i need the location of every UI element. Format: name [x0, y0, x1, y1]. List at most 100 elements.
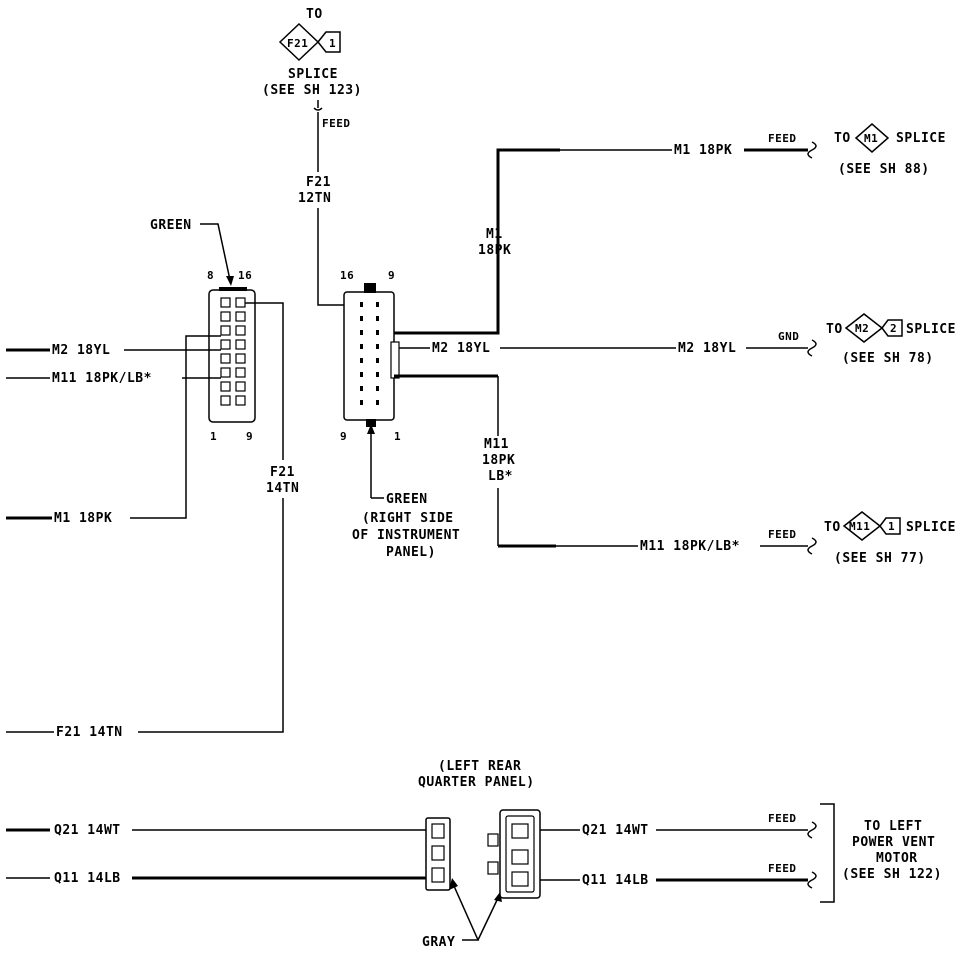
connector-pin	[360, 372, 363, 377]
wire-m1-right-thick	[394, 148, 560, 335]
bottom-connector-right-tab	[487, 833, 499, 847]
connector-pin	[235, 297, 246, 308]
left-connector-color: GREEN	[150, 218, 192, 233]
right-connector-body	[343, 291, 395, 421]
splice-m11-break-icon	[807, 537, 817, 555]
top-wire-spec: 12TN	[298, 191, 331, 206]
bottom-dest-bracket	[820, 803, 835, 903]
connector-pin	[235, 367, 246, 378]
connector-pin	[376, 358, 379, 363]
bottom-break-1-icon	[807, 821, 817, 839]
left-connector-leader	[200, 223, 231, 281]
top-wire-code: F21	[306, 175, 331, 190]
connector-pin	[360, 316, 363, 321]
bottom-gray-arrow-left	[449, 878, 458, 890]
right-connector-pin-tr: 9	[388, 269, 395, 282]
wire-m11-right-label: M11 18PK/LB*	[640, 539, 740, 554]
bottom-location-2: QUARTER PANEL)	[418, 775, 535, 790]
bottom-feed-1: FEED	[768, 812, 797, 825]
connector-pin	[431, 823, 445, 839]
top-splice-pin-box	[317, 31, 341, 53]
bottom-dest-1: TO LEFT	[864, 819, 922, 834]
right-connector-pin-br: 1	[394, 430, 401, 443]
connector-pin	[376, 344, 379, 349]
connector-pin	[220, 297, 231, 308]
wire-m11-left-label: M11 18PK/LB*	[52, 371, 152, 386]
wire-m2-right-label: M2 18YL	[678, 341, 736, 356]
connector-pin	[431, 867, 445, 883]
wire-m11-vert-code: M11	[484, 437, 509, 452]
right-connector-pin-bl: 9	[340, 430, 347, 443]
top-splice-name: SPLICE	[288, 67, 338, 82]
connector-pin	[511, 871, 529, 887]
bottom-gray-arrow-right	[494, 892, 502, 902]
connector-pin	[235, 311, 246, 322]
connector-pin	[360, 330, 363, 335]
wire-m11-vert-spec2: LB*	[488, 469, 513, 484]
connector-pin	[220, 395, 231, 406]
connector-pin	[431, 845, 445, 861]
bottom-feed-2: FEED	[768, 862, 797, 875]
splice-m1: FEED TO M1 SPLICE (SEE SH 88)	[768, 123, 946, 177]
right-connector-pin-tl: 16	[340, 269, 354, 282]
splice-m2-pin: 2	[890, 322, 897, 335]
top-wire-lower	[317, 208, 352, 306]
connector-pin	[220, 311, 231, 322]
connector-pin	[376, 372, 379, 377]
connector-pin	[360, 302, 363, 307]
right-connector-location-3: PANEL)	[386, 545, 436, 560]
right-connector-latch	[364, 283, 376, 293]
splice-m1-lead: FEED	[768, 132, 797, 145]
connector-pin	[376, 400, 379, 405]
wire-m1-left-label: M1 18PK	[54, 511, 112, 526]
connector-pin	[235, 395, 246, 406]
right-connector-location-2: OF INSTRUMENT	[352, 528, 460, 543]
splice-m2-lead: GND	[778, 330, 799, 343]
wire-m1-left	[130, 335, 221, 519]
top-splice-ref: (SEE SH 123)	[262, 83, 362, 98]
bottom-gray-leader-left	[453, 885, 480, 941]
connector-pin	[360, 358, 363, 363]
splice-m2-code: M2	[855, 322, 869, 335]
bottom-section: (LEFT REAR QUARTER PANEL) Q21 14WT Q11 1…	[6, 759, 942, 950]
connector-pin	[220, 353, 231, 364]
wire-f21-left-label: F21 14TN	[56, 725, 123, 740]
splice-m2-ref: (SEE SH 78)	[842, 351, 934, 366]
splice-m1-name: SPLICE	[896, 131, 946, 146]
wire-m11-vert-spec: 18PK	[482, 453, 515, 468]
left-connector-pin-tl: 8	[207, 269, 214, 282]
splice-m2-break-icon	[807, 339, 817, 357]
splice-m11: FEED TO M11 1 SPLICE (SEE SH 77)	[768, 511, 956, 566]
splice-m11-lead: FEED	[768, 528, 797, 541]
right-connector: 16 9 9 1 GREEN (RIGHT S	[340, 269, 460, 560]
splice-m2-pin-box	[881, 319, 903, 337]
connector-pin	[235, 325, 246, 336]
wire-f21-left-code: F21	[270, 465, 295, 480]
bottom-gray-leader-right	[477, 897, 499, 941]
left-connector-pin-tr: 16	[238, 269, 252, 282]
top-splice-feed: FEED	[322, 117, 351, 130]
left-wires: M2 18YL M11 18PK/LB* M1 18PK F21 14TN F2…	[6, 302, 299, 740]
connector-pin	[235, 353, 246, 364]
connector-pin	[376, 316, 379, 321]
wire-f21-left-spec: 14TN	[266, 481, 299, 496]
connector-pin	[511, 849, 529, 865]
connector-pin	[511, 823, 529, 839]
connector-pin	[220, 339, 231, 350]
wire-q21-left-label: Q21 14WT	[54, 823, 121, 838]
left-connector-top-bar	[219, 287, 247, 291]
splice-m2: GND TO M2 2 SPLICE (SEE SH 78)	[778, 313, 955, 366]
left-connector-pin-bl: 1	[210, 430, 217, 443]
splice-m11-name: SPLICE	[906, 520, 956, 535]
right-connector-arrow	[367, 424, 375, 434]
connector-pin	[376, 386, 379, 391]
left-connector-pins	[220, 297, 246, 406]
left-connector-pin-br: 9	[246, 430, 253, 443]
bottom-dest-4: (SEE SH 122)	[842, 867, 942, 882]
splice-m11-to: TO	[824, 520, 841, 535]
wire-m1-vert-spec: 18PK	[478, 243, 511, 258]
top-splice-break	[313, 100, 323, 111]
bottom-connector-right	[487, 809, 541, 899]
bottom-location-1: (LEFT REAR	[438, 759, 521, 774]
